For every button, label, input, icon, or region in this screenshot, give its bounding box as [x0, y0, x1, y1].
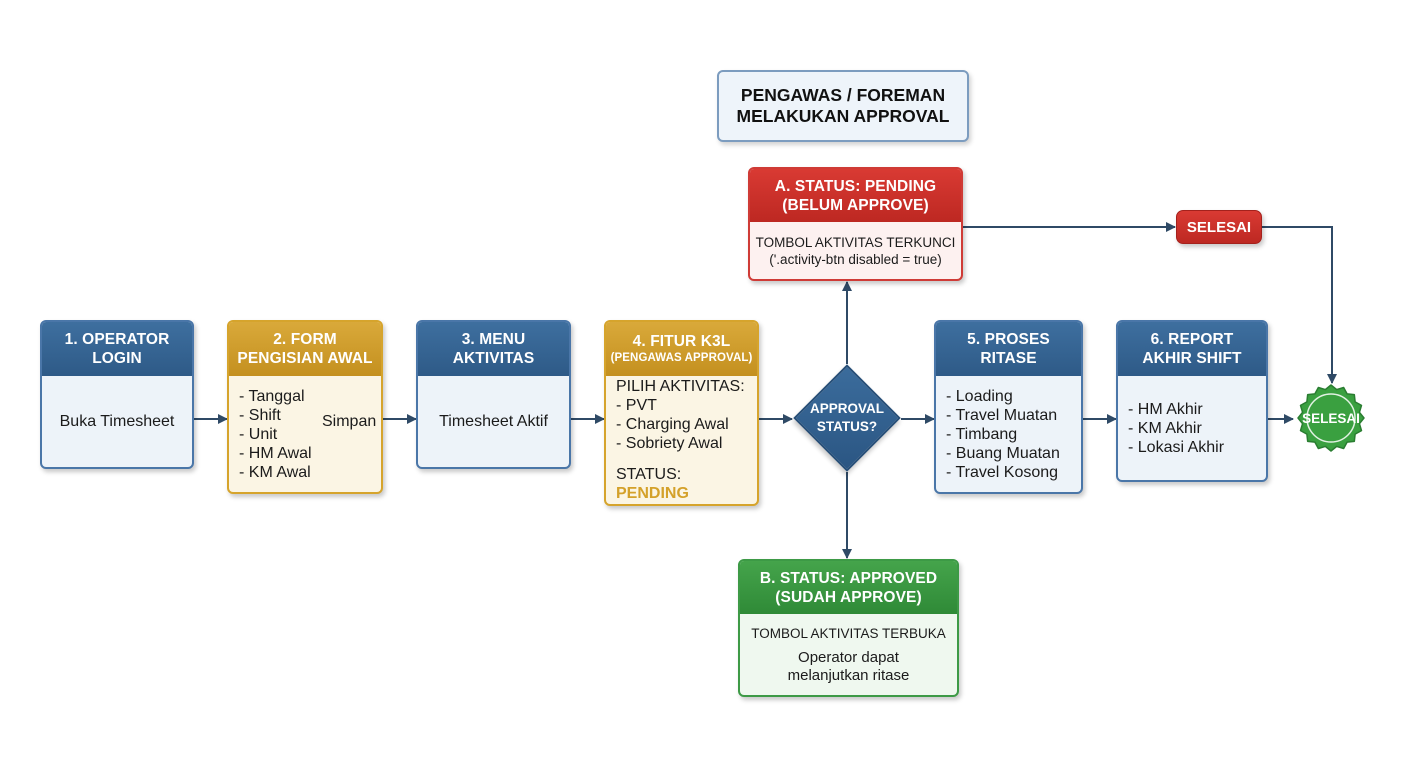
approved-line-3: melanjutkan ritase: [787, 666, 910, 684]
k3l-status-line: STATUS: PENDING: [616, 465, 757, 503]
k3l-status-value: PENDING: [616, 485, 689, 502]
menu-body: Timesheet Aktif: [418, 376, 569, 467]
approved-line-1: TOMBOL AKTIVITAS TERBUKA: [751, 625, 946, 641]
ritase-item: - Loading: [946, 387, 1013, 405]
operator-login-title-2: LOGIN: [92, 350, 142, 367]
approved-header: B. STATUS: APPROVED (SUDAH APPROVE): [740, 561, 957, 614]
operator-login-header: 1. OPERATOR LOGIN: [42, 322, 192, 376]
end-pill-top: SELESAI: [1176, 210, 1262, 244]
menu-title-1: 3. MENU: [461, 331, 526, 348]
end-pill-label: SELESAI: [1186, 218, 1252, 236]
approval-decision: APPROVAL STATUS?: [793, 364, 901, 472]
operator-login-title-1: 1. OPERATOR: [64, 331, 170, 348]
end-seal: SELESAI: [1292, 384, 1370, 452]
form-item: - Unit: [239, 425, 278, 443]
report-item: - KM Akhir: [1128, 419, 1202, 437]
k3l-title-1: 4. FITUR K3L: [632, 333, 731, 350]
pending-body: TOMBOL AKTIVITAS TERKUNCI ('.activity-bt…: [750, 222, 961, 279]
k3l-item: - Sobriety Awal: [616, 435, 723, 452]
ritase-node: 5. PROSES RITASE - Loading - Travel Muat…: [934, 320, 1083, 494]
form-save-label: Simpan: [322, 413, 377, 430]
approver-line-1: PENGAWAS / FOREMAN: [740, 85, 946, 105]
k3l-body: PILIH AKTIVITAS: - PVT - Charging Awal -…: [606, 376, 757, 504]
operator-login-body: Buka Timesheet: [42, 376, 192, 467]
decision-line-2: STATUS?: [816, 419, 878, 434]
pending-title-1: A. STATUS: PENDING: [774, 177, 937, 195]
form-item: - Shift: [239, 406, 281, 424]
ritase-header: 5. PROSES RITASE: [936, 322, 1081, 376]
pending-header: A. STATUS: PENDING (BELUM APPROVE): [750, 169, 961, 222]
end-seal-label-wrap: SELESAI: [1292, 384, 1370, 452]
k3l-item: - PVT: [616, 397, 657, 414]
arrow-selesai-to-end: [1262, 226, 1337, 384]
end-seal-label: SELESAI: [1302, 410, 1360, 426]
report-header: 6. REPORT AKHIR SHIFT: [1118, 322, 1266, 376]
operator-login-node: 1. OPERATOR LOGIN Buka Timesheet: [40, 320, 194, 469]
approved-node: B. STATUS: APPROVED (SUDAH APPROVE) TOMB…: [738, 559, 959, 697]
k3l-header: 4. FITUR K3L (PENGAWAS APPROVAL): [606, 322, 757, 376]
ritase-item: - Timbang: [946, 425, 1018, 443]
report-title-1: 6. REPORT: [1150, 331, 1234, 348]
menu-title-2: AKTIVITAS: [452, 350, 535, 367]
ritase-item: - Travel Kosong: [946, 463, 1059, 481]
ritase-item: - Buang Muatan: [946, 444, 1060, 462]
pending-node: A. STATUS: PENDING (BELUM APPROVE) TOMBO…: [748, 167, 963, 281]
ritase-body: - Loading - Travel Muatan - Timbang - Bu…: [936, 376, 1081, 492]
form-item: - Tanggal: [239, 387, 305, 405]
decision-label: APPROVAL STATUS?: [793, 364, 901, 472]
menu-text: Timesheet Aktif: [439, 413, 548, 430]
seal-badge-icon: [1297, 384, 1365, 452]
ritase-item: - Travel Muatan: [946, 406, 1058, 424]
report-body: - HM Akhir - KM Akhir - Lokasi Akhir: [1118, 376, 1266, 480]
menu-header: 3. MENU AKTIVITAS: [418, 322, 569, 376]
form-node: 2. FORM PENGISIAN AWAL - Tanggal - Shift…: [227, 320, 383, 494]
approver-note: PENGAWAS / FOREMAN MELAKUKAN APPROVAL: [717, 70, 969, 142]
form-title-1: 2. FORM: [273, 331, 337, 348]
report-title-2: AKHIR SHIFT: [1142, 350, 1242, 367]
approved-line-2: Operator dapat: [798, 648, 899, 666]
pending-line-2: ('.activity-btn disabled = true): [769, 251, 942, 267]
approver-line-2: MELAKUKAN APPROVAL: [736, 106, 950, 126]
form-item: - KM Awal: [239, 463, 311, 481]
pending-line-1: TOMBOL AKTIVITAS TERKUNCI: [755, 234, 956, 250]
operator-login-text: Buka Timesheet: [59, 413, 175, 430]
k3l-status-label: STATUS:: [616, 466, 682, 483]
menu-node: 3. MENU AKTIVITAS Timesheet Aktif: [416, 320, 571, 469]
approved-title-2: (SUDAH APPROVE): [775, 588, 922, 606]
form-item: - HM Awal: [239, 444, 312, 462]
decision-line-1: APPROVAL: [809, 401, 884, 416]
k3l-title-2: (PENGAWAS APPROVAL): [610, 352, 753, 364]
form-header: 2. FORM PENGISIAN AWAL: [229, 322, 381, 376]
k3l-intro: PILIH AKTIVITAS:: [616, 378, 745, 395]
report-node: 6. REPORT AKHIR SHIFT - HM Akhir - KM Ak…: [1116, 320, 1268, 482]
k3l-node: 4. FITUR K3L (PENGAWAS APPROVAL) PILIH A…: [604, 320, 759, 506]
k3l-item: - Charging Awal: [616, 416, 729, 433]
ritase-title-1: 5. PROSES: [967, 331, 1050, 348]
report-item: - HM Akhir: [1128, 400, 1203, 418]
form-title-2: PENGISIAN AWAL: [237, 350, 373, 367]
ritase-title-2: RITASE: [980, 350, 1037, 367]
approved-body: TOMBOL AKTIVITAS TERBUKA Operator dapat …: [740, 614, 957, 695]
report-item: - Lokasi Akhir: [1128, 438, 1225, 456]
approved-title-1: B. STATUS: APPROVED: [759, 569, 938, 587]
form-body: - Tanggal - Shift - Unit - HM Awal - KM …: [229, 376, 381, 492]
pending-title-2: (BELUM APPROVE): [782, 196, 929, 214]
